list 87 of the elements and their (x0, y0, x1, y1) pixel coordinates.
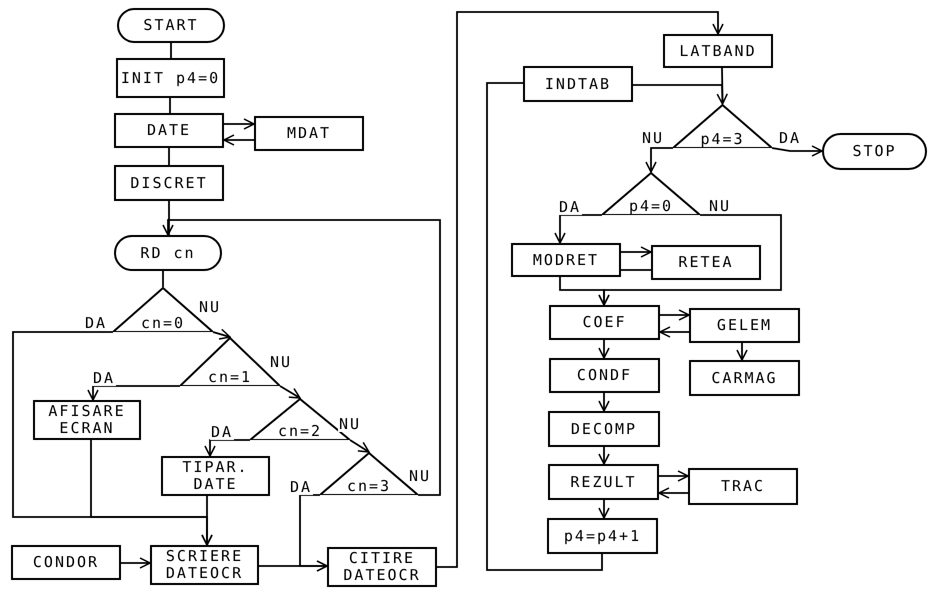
node-label: TRAC (720, 478, 766, 495)
process-box (254, 116, 364, 151)
node-label: MODRET (532, 252, 600, 268)
node-label: LATBAND (679, 42, 757, 60)
node-label: STOP (852, 143, 897, 160)
node-label: RETEA (678, 254, 734, 271)
connector-arrow (598, 340, 610, 359)
connector-arrow (223, 134, 254, 146)
terminal-node (822, 133, 927, 170)
process-box (161, 456, 270, 496)
node-label: CONDOR (32, 554, 100, 571)
node-label: cn=3 (346, 478, 392, 495)
process-box (523, 66, 633, 102)
process-box (547, 518, 658, 554)
node-label: SCRIERE DATEOCR (164, 548, 244, 582)
connector-arrow (621, 246, 652, 258)
connector-arrow (633, 84, 728, 105)
connector-arrow (658, 487, 688, 499)
connector-arrow (598, 393, 610, 412)
node-label: RD cn (140, 244, 196, 262)
node-label: DECOMP (570, 420, 638, 438)
node-label: CARMAG (711, 370, 778, 386)
node-label: MDAT (286, 125, 332, 142)
connector-arrow (659, 326, 689, 338)
edge-label: DA (289, 480, 314, 495)
connector-arrow (598, 447, 610, 465)
process-box (549, 305, 660, 340)
node-label: TIPAR. DATE (181, 459, 250, 493)
node-label: CONDF (576, 367, 632, 384)
connector-arrow (350, 439, 370, 453)
decision-triangle (673, 104, 772, 148)
node-label: cn=0 (140, 315, 186, 332)
process-box (548, 464, 659, 500)
process-box (150, 545, 259, 585)
node-label: INDTAB (544, 76, 612, 92)
node-label: DISCRET (130, 174, 208, 192)
node-label: CITIRE DATEOCR (342, 550, 422, 584)
connector-arrow (772, 145, 823, 157)
connector-arrow (162, 219, 441, 496)
process-box (33, 400, 141, 440)
connector-arrow (559, 277, 610, 306)
process-box (663, 34, 773, 68)
node-label: cn=2 (278, 423, 322, 440)
node-label: DATE (146, 122, 192, 139)
process-box (511, 243, 621, 277)
terminal-node (114, 235, 222, 271)
connector-arrow (212, 328, 231, 340)
connector-arrow (259, 560, 328, 572)
connector-arrow (437, 11, 724, 568)
process-box (548, 411, 660, 447)
connector-arrow (224, 118, 255, 130)
connector-arrow (659, 470, 689, 482)
edge-label: DA (558, 200, 582, 215)
decision-triangle (602, 172, 700, 215)
edge-label: DA (92, 371, 116, 386)
process-box (114, 113, 224, 148)
node-label: START (143, 17, 199, 34)
node-label: GELEM (716, 317, 772, 334)
connector-arrow (736, 343, 748, 361)
process-box (651, 245, 761, 280)
process-box (11, 545, 121, 580)
process-box (114, 165, 224, 201)
process-box (689, 308, 800, 343)
node-label: AFISARE ECRAN (47, 403, 127, 437)
connector-arrow (280, 385, 301, 399)
connector-arrow (554, 214, 602, 244)
node-label: p4=0 (628, 198, 674, 215)
node-label: COEF (582, 314, 627, 331)
node-label: p4=3 (700, 131, 745, 148)
process-box (688, 468, 798, 505)
connector-arrow (201, 496, 213, 546)
node-label: INIT p4=0 (120, 70, 220, 86)
connector-arrow (204, 439, 250, 457)
node-label: p4=p4+1 (564, 528, 642, 544)
connector-arrow (87, 385, 180, 401)
connector-arrow (645, 147, 673, 173)
connector-arrow (598, 500, 610, 519)
edge-label: DA (210, 425, 234, 440)
node-label: REZULT (570, 474, 637, 490)
process-box (689, 360, 800, 396)
connector-arrow (660, 309, 690, 321)
process-box (116, 58, 225, 98)
process-box (549, 358, 660, 393)
process-box (327, 547, 437, 587)
connector-arrow (121, 557, 151, 569)
terminal-node (117, 8, 225, 43)
node-label: cn=1 (208, 369, 252, 386)
